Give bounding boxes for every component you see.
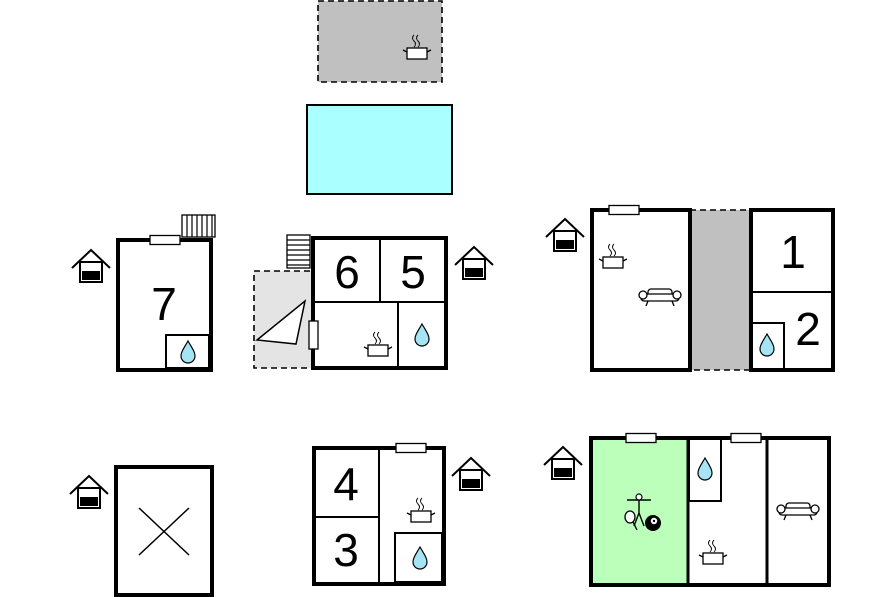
window-icon (149, 234, 181, 246)
sun-lounger-icon (255, 299, 307, 345)
water-drop-icon (412, 546, 428, 570)
sofa-icon (638, 288, 682, 307)
pool (306, 104, 453, 195)
room-number-7: 7 (151, 278, 177, 330)
water-drop-icon (697, 457, 713, 481)
window-icon (625, 432, 657, 444)
kitchen-pot-icon (598, 243, 628, 269)
water-drop-icon (180, 340, 196, 364)
house-icon (543, 446, 583, 480)
water-drop-icon (414, 323, 430, 347)
window-icon (395, 442, 427, 454)
house-icon (454, 246, 494, 280)
room-number-1: 1 (780, 226, 806, 278)
sofa-icon (776, 502, 820, 521)
building-crossed (114, 465, 214, 597)
window-icon (730, 432, 762, 444)
room-number-2: 2 (795, 303, 821, 355)
room-number-6: 6 (334, 246, 360, 298)
room-number-5: 5 (400, 246, 426, 298)
door-icon (308, 320, 319, 350)
building-bottom-right (589, 432, 831, 587)
stairs-icon (286, 234, 311, 269)
kitchen-pot-icon (698, 539, 728, 565)
billiard-ball-icon (645, 515, 661, 531)
building-room-7: 7 (116, 214, 216, 372)
kitchen-pot-icon (363, 331, 393, 357)
stairs-icon (181, 214, 216, 238)
room-number-3: 3 (333, 524, 359, 576)
terrace-middle (689, 209, 751, 371)
house-icon (69, 475, 109, 509)
water-drop-icon (759, 333, 775, 357)
terrace-top (317, 0, 443, 83)
building-rooms-6-5: 6 5 (253, 234, 448, 370)
house-icon (545, 218, 585, 252)
room-number-4: 4 (333, 458, 359, 510)
table-tennis-icon (624, 493, 651, 531)
kitchen-pot-icon (406, 497, 436, 523)
house-icon (71, 249, 111, 283)
building-rooms-4-3: 4 3 (312, 442, 446, 586)
window-icon (608, 204, 640, 216)
house-icon (451, 457, 491, 491)
building-rooms-1-2: 1 2 (590, 204, 835, 372)
